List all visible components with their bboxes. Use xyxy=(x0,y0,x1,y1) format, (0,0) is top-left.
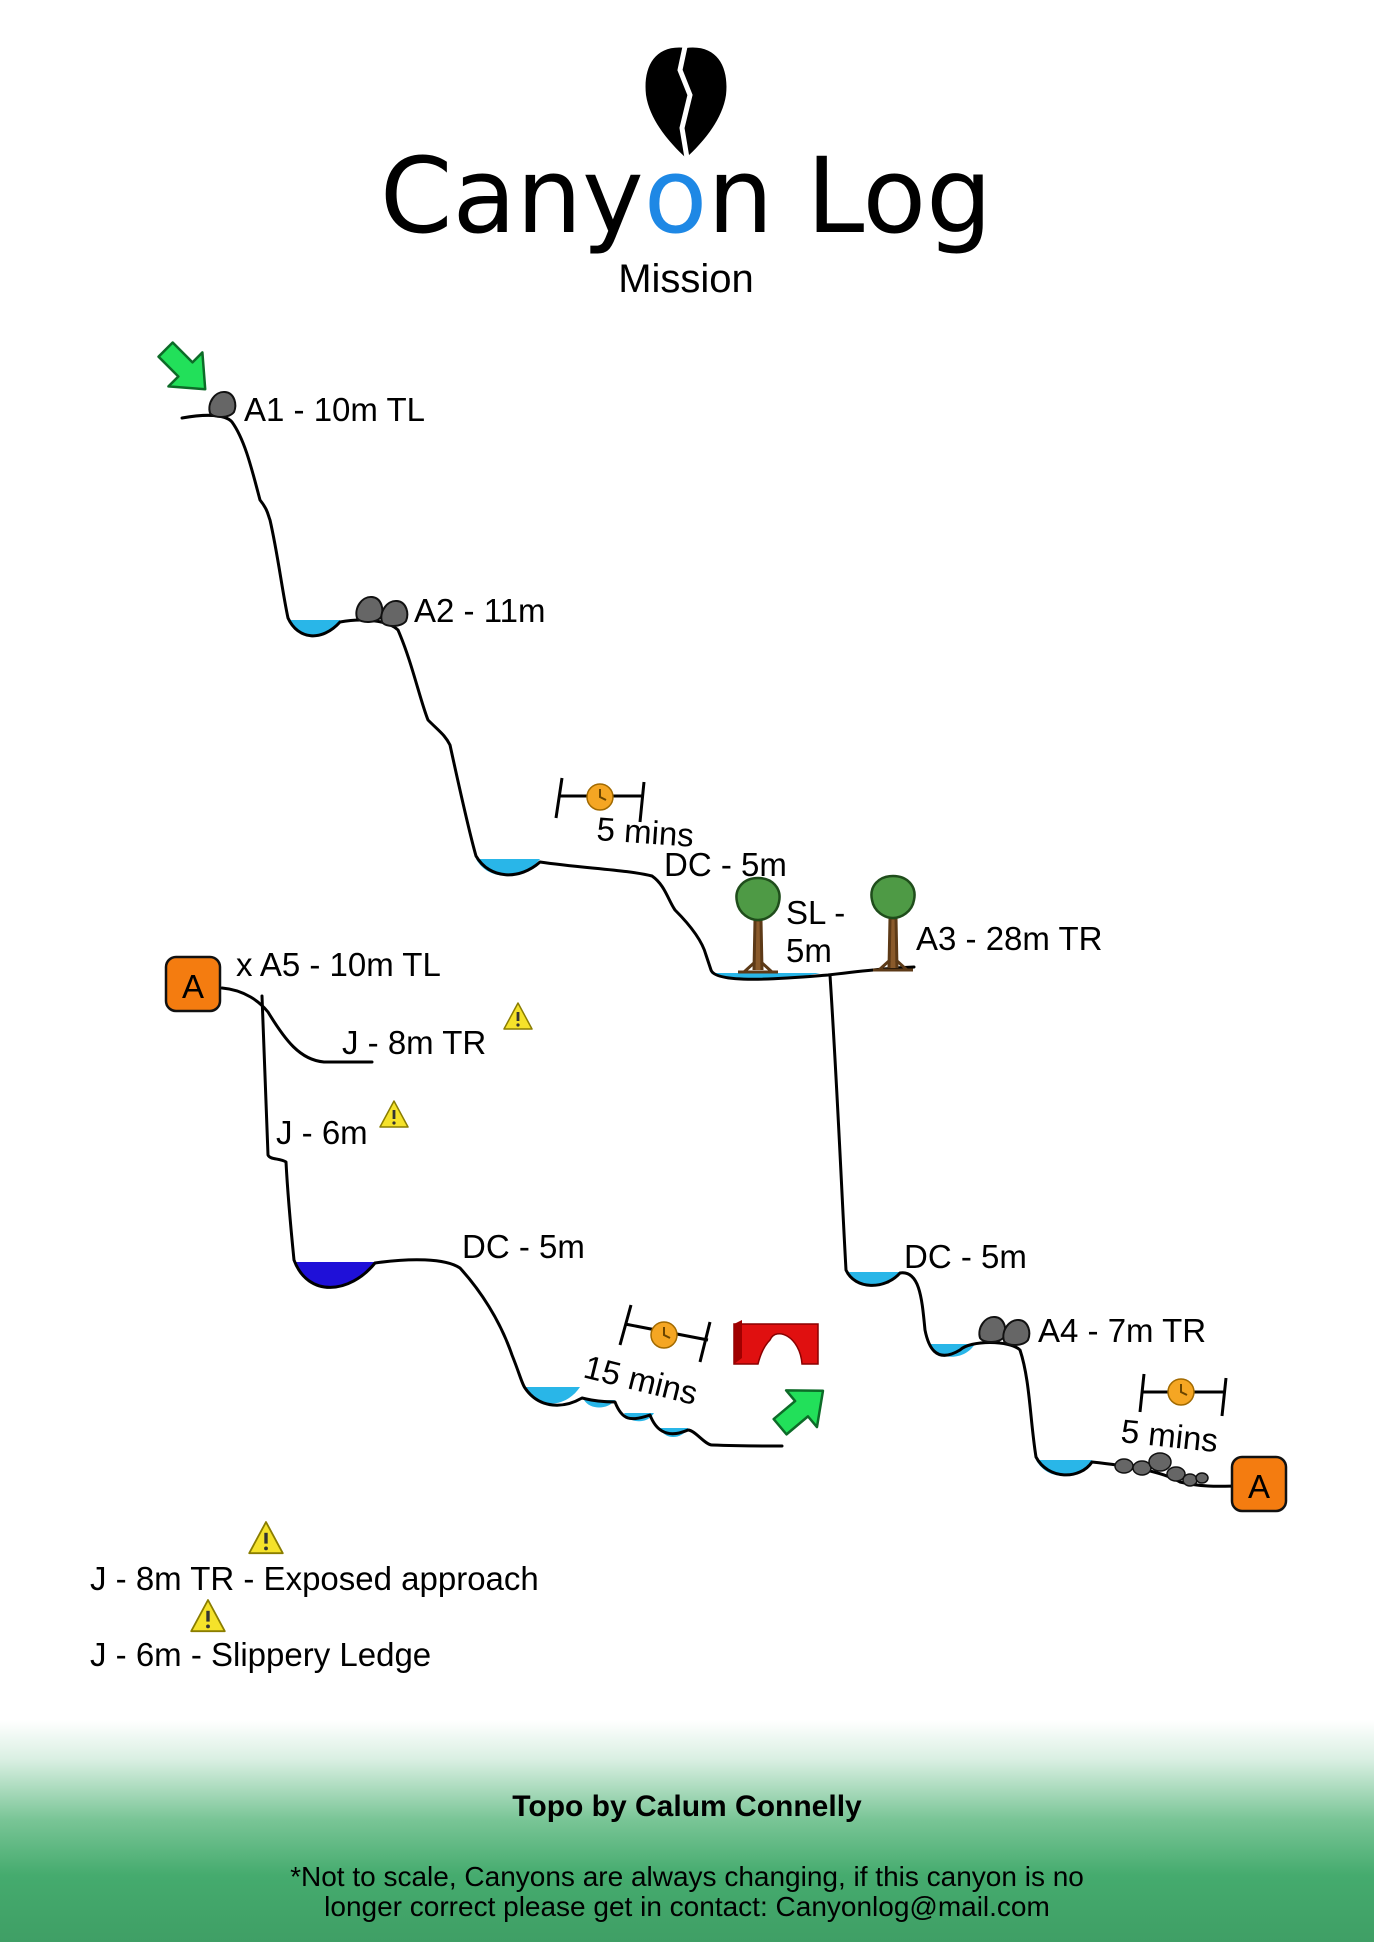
arch-icon xyxy=(733,1320,819,1365)
warning-icon xyxy=(503,1002,533,1030)
rock-icon xyxy=(208,390,237,419)
tree-icon xyxy=(734,876,782,974)
label-dc-left: DC - 5m xyxy=(462,1228,585,1265)
label-dc-1: DC - 5m xyxy=(664,846,787,883)
anchor-icon: A xyxy=(164,955,222,1013)
label-a2: A2 - 11m xyxy=(414,592,545,629)
label-a3: A3 - 28m TR xyxy=(916,920,1102,957)
exit-arrow-icon xyxy=(763,1371,840,1447)
tree-icon xyxy=(869,874,917,972)
label-time-3: 5 mins xyxy=(1119,1412,1220,1459)
logo-drop-icon xyxy=(645,41,727,159)
label-a4: A4 - 7m TR xyxy=(1038,1312,1206,1349)
warning-icon xyxy=(379,1100,409,1128)
warning-icon xyxy=(248,1521,284,1555)
label-dc-right: DC - 5m xyxy=(904,1238,1027,1275)
footer-band xyxy=(0,1720,1374,1942)
footer-credit: Topo by Calum Connelly xyxy=(512,1790,862,1823)
svg-text:A: A xyxy=(182,968,204,1005)
clock-icon xyxy=(586,783,614,811)
rubble-rocks xyxy=(1114,1452,1209,1487)
footer-note-line-1: *Not to scale, Canyons are always changi… xyxy=(290,1861,1084,1892)
rock-icon xyxy=(978,1315,1031,1347)
anchor-icon: A xyxy=(1230,1455,1288,1513)
clock-icon xyxy=(650,1321,678,1349)
warning-icon xyxy=(190,1599,226,1633)
page-title: Canyon Log xyxy=(380,135,992,257)
rock-icon xyxy=(355,595,409,628)
clock-icon xyxy=(1167,1378,1195,1406)
page-subtitle: Mission xyxy=(618,257,754,301)
label-time-1: 5 mins xyxy=(596,810,696,854)
start-arrow-icon xyxy=(147,331,224,408)
footer-note-line-2: longer correct please get in contact: Ca… xyxy=(324,1891,1050,1922)
label-a1: A1 - 10m TL xyxy=(244,391,425,428)
label-a5: x A5 - 10m TL xyxy=(236,946,441,983)
label-sl-line1: SL - xyxy=(786,894,845,931)
legend-item-1: J - 8m TR - Exposed approach xyxy=(90,1560,539,1597)
label-j6: J - 6m xyxy=(276,1114,368,1151)
legend-item-2: J - 6m - Slippery Ledge xyxy=(90,1636,431,1673)
svg-text:A: A xyxy=(1248,1468,1270,1505)
label-sl-line2: 5m xyxy=(786,932,832,969)
footer-note: *Not to scale, Canyons are always changi… xyxy=(0,1862,1374,1922)
deep-pool xyxy=(294,1262,375,1287)
label-j8: J - 8m TR xyxy=(342,1024,486,1061)
